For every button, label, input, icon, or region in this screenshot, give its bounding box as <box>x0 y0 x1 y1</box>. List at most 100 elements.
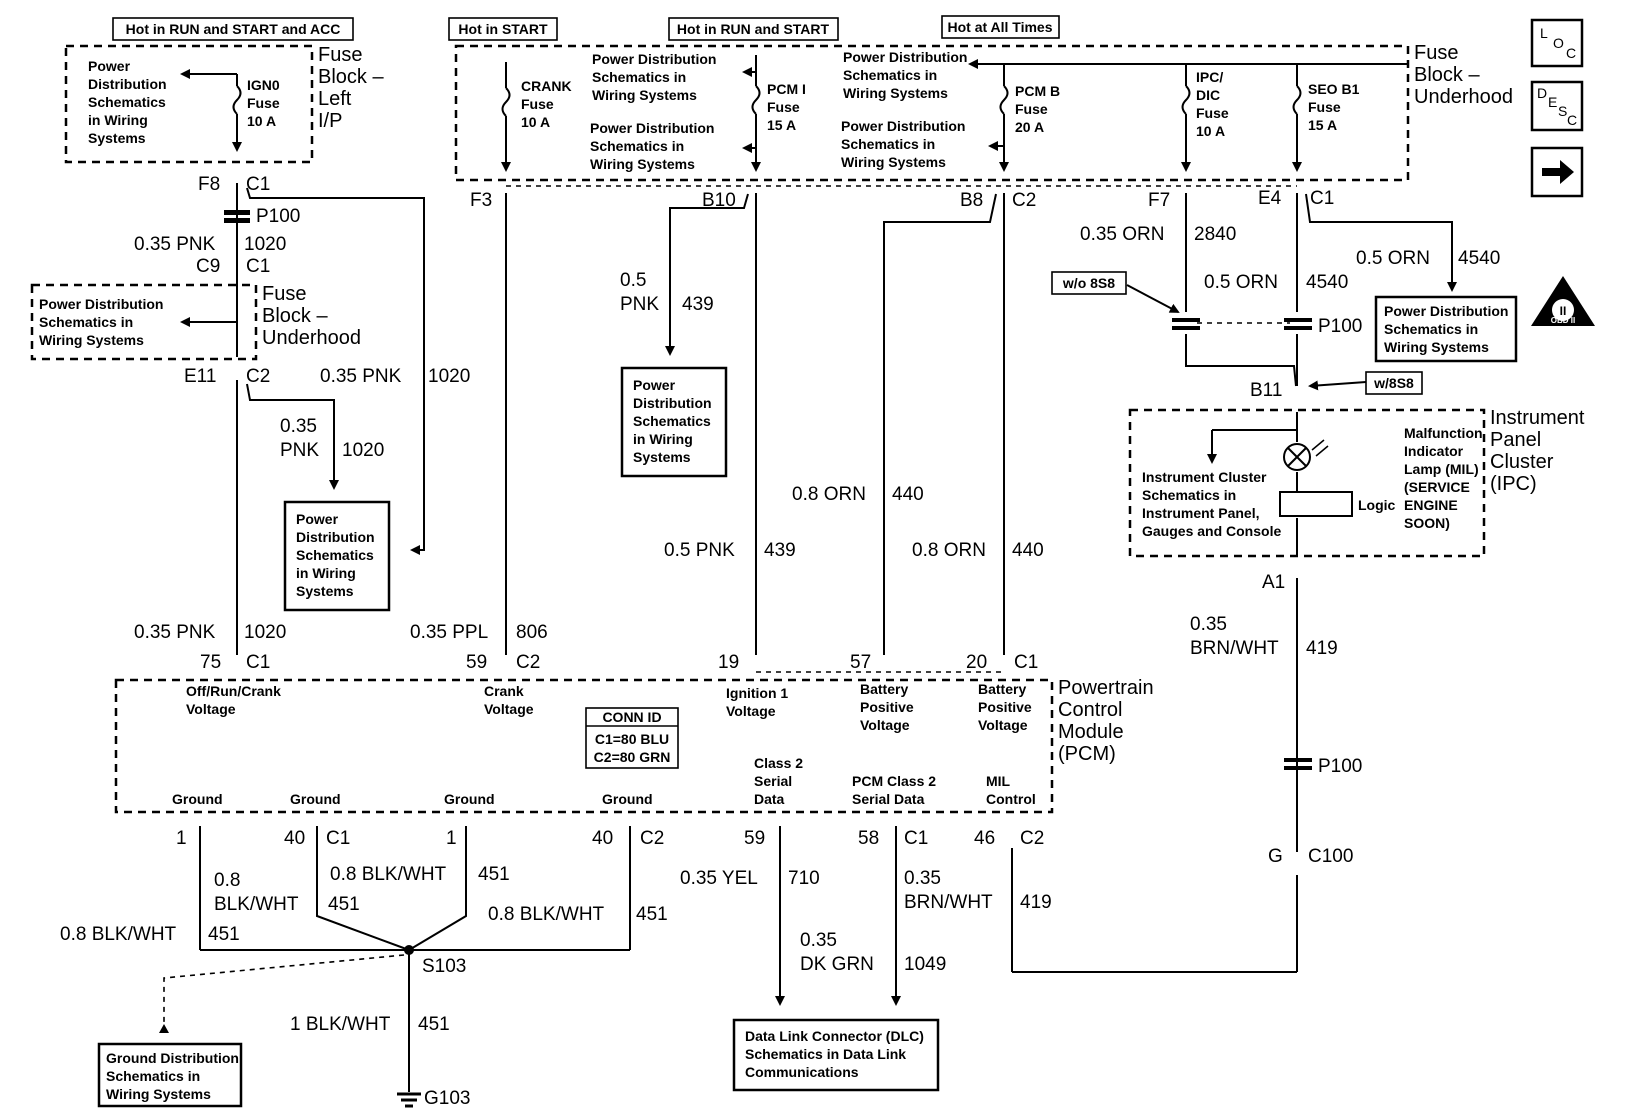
svg-text:46: 46 <box>974 828 995 849</box>
svg-text:F7: F7 <box>1148 190 1170 211</box>
svg-text:0.5 PNK: 0.5 PNK <box>664 540 735 561</box>
pd-box-1020: Power Distribution Schematics in Wiring … <box>283 500 391 612</box>
svg-text:C1: C1 <box>904 828 928 849</box>
svg-text:15 A: 15 A <box>1308 117 1337 133</box>
header-tag-all-times: Hot at All Times <box>941 15 1060 39</box>
svg-text:451: 451 <box>328 894 360 915</box>
svg-text:Schematics in Data Link: Schematics in Data Link <box>745 1046 906 1062</box>
svg-text:0.35: 0.35 <box>904 868 941 889</box>
svg-text:Serial: Serial <box>754 773 792 789</box>
svg-text:0.35 PPL: 0.35 PPL <box>410 622 488 643</box>
svg-text:Schematics in: Schematics in <box>1142 487 1236 503</box>
svg-text:Fuse: Fuse <box>1308 99 1341 115</box>
svg-text:Wiring Systems: Wiring Systems <box>39 332 144 348</box>
svg-text:Logic: Logic <box>1358 497 1396 513</box>
svg-text:Fuse: Fuse <box>262 283 306 305</box>
ipc-block: Instrument Panel Cluster (IPC) <box>1128 407 1585 558</box>
ipc-logic-block: Logic <box>1279 491 1396 517</box>
svg-text:Schematics in: Schematics in <box>841 136 935 152</box>
svg-text:ENGINE: ENGINE <box>1404 497 1458 513</box>
svg-text:Block –: Block – <box>318 66 384 88</box>
next-arrow-icon[interactable] <box>1530 146 1584 198</box>
svg-text:440: 440 <box>892 484 924 505</box>
svg-text:F8: F8 <box>198 174 220 195</box>
header-tag-run-start-acc: Hot in RUN and START and ACC <box>112 17 354 41</box>
svg-text:S: S <box>1558 103 1567 119</box>
svg-text:DK GRN: DK GRN <box>800 954 874 975</box>
svg-text:19: 19 <box>718 652 739 673</box>
svg-text:0.35 PNK: 0.35 PNK <box>134 622 216 643</box>
svg-text:40: 40 <box>592 828 613 849</box>
wires <box>159 55 1457 1092</box>
svg-text:59: 59 <box>744 828 765 849</box>
pcm-pin-labels: 75 C1 59 C2 19 57 20 C1 1 40 C1 1 40 C2 … <box>176 652 1044 849</box>
svg-text:Fuse: Fuse <box>521 96 554 112</box>
svg-text:Distribution: Distribution <box>296 529 375 545</box>
svg-text:0.5 ORN: 0.5 ORN <box>1356 248 1430 269</box>
pd-ref-left-ip: Power Distribution Schematics in Wiring … <box>88 58 167 146</box>
svg-text:Schematics in: Schematics in <box>592 69 686 85</box>
svg-text:1020: 1020 <box>244 234 286 255</box>
svg-text:Hot in RUN and START and ACC: Hot in RUN and START and ACC <box>126 21 341 37</box>
fuse-block-underhood-left: Fuse Block – Underhood <box>30 283 361 361</box>
fuse-crank: CRANK Fuse 10 A <box>521 78 572 130</box>
svg-text:Power Distribution: Power Distribution <box>39 296 163 312</box>
svg-text:L: L <box>1540 25 1548 41</box>
svg-text:Schematics in: Schematics in <box>106 1068 200 1084</box>
svg-text:Instrument Cluster: Instrument Cluster <box>1142 469 1267 485</box>
svg-text:C: C <box>1567 112 1577 128</box>
svg-text:0.5 ORN: 0.5 ORN <box>1204 272 1278 293</box>
svg-text:Voltage: Voltage <box>978 717 1028 733</box>
svg-text:451: 451 <box>418 1014 450 1035</box>
svg-text:0.35: 0.35 <box>280 416 317 437</box>
svg-text:B10: B10 <box>702 190 736 211</box>
svg-text:F3: F3 <box>470 190 492 211</box>
svg-text:DIC: DIC <box>1196 87 1220 103</box>
svg-text:Wiring Systems: Wiring Systems <box>590 156 695 172</box>
svg-text:(IPC): (IPC) <box>1490 473 1537 495</box>
svg-text:58: 58 <box>858 828 879 849</box>
svg-text:Instrument: Instrument <box>1490 407 1585 429</box>
svg-text:B8: B8 <box>960 190 983 211</box>
svg-text:SEO B1: SEO B1 <box>1308 81 1360 97</box>
svg-text:C1: C1 <box>246 256 270 277</box>
svg-text:Voltage: Voltage <box>186 701 236 717</box>
svg-text:440: 440 <box>1012 540 1044 561</box>
desc-icon[interactable]: D E S C <box>1530 80 1584 132</box>
svg-text:Class 2: Class 2 <box>754 755 803 771</box>
header-tag-run-start: Hot in RUN and START <box>668 17 839 41</box>
mil-lamp-icon <box>1283 439 1329 471</box>
svg-text:PCM I: PCM I <box>767 81 806 97</box>
svg-text:57: 57 <box>850 652 871 673</box>
svg-text:439: 439 <box>764 540 796 561</box>
svg-text:Ground Distribution: Ground Distribution <box>106 1050 239 1066</box>
svg-text:Indicator: Indicator <box>1404 443 1464 459</box>
dlc-box: Data Link Connector (DLC) Schematics in … <box>732 1018 940 1092</box>
svg-text:Data Link Connector (DLC): Data Link Connector (DLC) <box>745 1028 924 1044</box>
fuse-pcm-b: PCM B Fuse 20 A <box>1015 83 1060 135</box>
svg-text:1: 1 <box>176 828 187 849</box>
svg-text:S103: S103 <box>422 956 466 977</box>
fuse-seo-b1: SEO B1 Fuse 15 A <box>1308 81 1360 133</box>
loc-icon[interactable]: L O C <box>1530 18 1584 68</box>
svg-text:710: 710 <box>788 868 820 889</box>
conn-id-box: CONN ID C1=80 BLU C2=80 GRN <box>585 707 679 769</box>
svg-text:20 A: 20 A <box>1015 119 1044 135</box>
svg-text:Voltage: Voltage <box>726 703 776 719</box>
svg-text:Powertrain: Powertrain <box>1058 677 1154 699</box>
svg-text:Voltage: Voltage <box>860 717 910 733</box>
svg-text:Wiring Systems: Wiring Systems <box>1384 339 1489 355</box>
svg-text:C1: C1 <box>246 652 270 673</box>
svg-text:59: 59 <box>466 652 487 673</box>
option-wo-8s8: w/o 8S8 <box>1051 271 1127 295</box>
svg-text:CRANK: CRANK <box>521 78 572 94</box>
svg-text:4540: 4540 <box>1458 248 1500 269</box>
svg-text:Control: Control <box>1058 699 1122 721</box>
svg-text:Cluster: Cluster <box>1490 451 1554 473</box>
fuse-ipc-dic: IPC/ DIC Fuse 10 A <box>1196 69 1229 139</box>
fuse-block-underhood-top: Fuse Block – Underhood <box>454 42 1513 182</box>
svg-text:Schematics in: Schematics in <box>590 138 684 154</box>
svg-text:C1: C1 <box>1310 188 1334 209</box>
svg-text:0.8 BLK/WHT: 0.8 BLK/WHT <box>60 924 177 945</box>
pd-ref-underhood-left: Power Distribution Schematics in Wiring … <box>39 296 163 348</box>
